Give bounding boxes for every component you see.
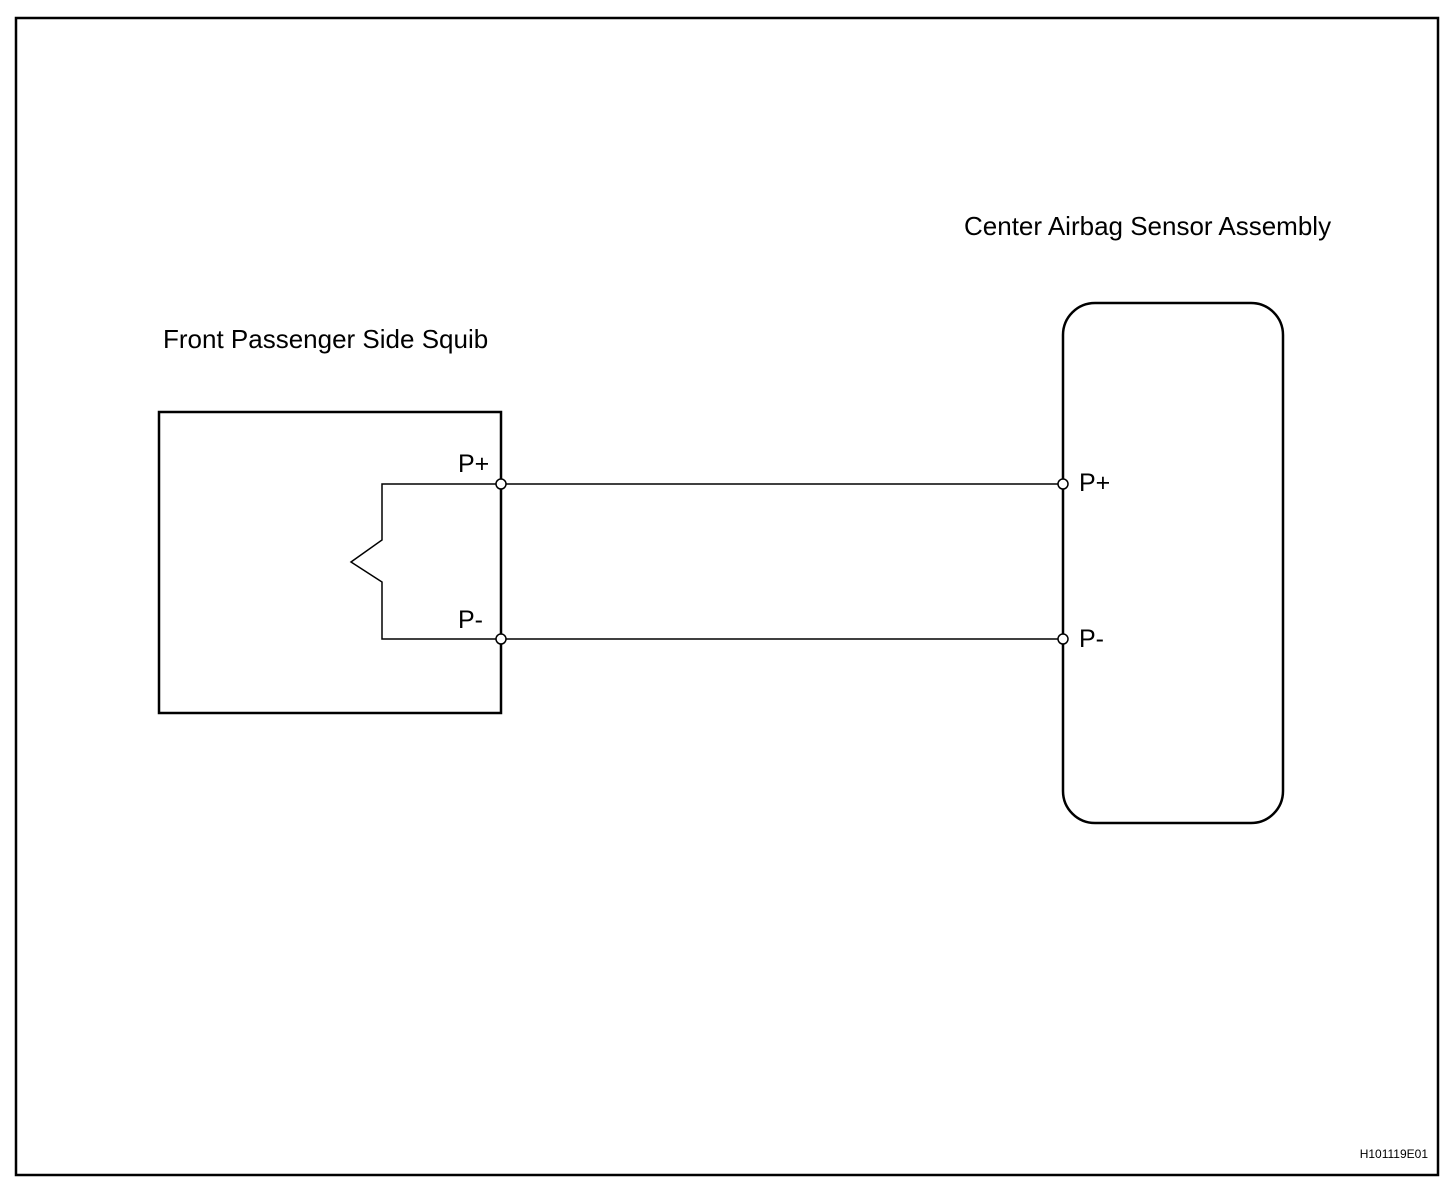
figure-code: H101119E01 xyxy=(1360,1147,1429,1161)
sensor-component: Center Airbag Sensor Assembly P+ P- xyxy=(964,211,1331,825)
squib-terminal-positive xyxy=(495,478,507,490)
squib-component: Front Passenger Side Squib P+ P- xyxy=(157,324,503,715)
squib-box xyxy=(157,410,503,715)
diagram-frame xyxy=(14,16,1440,1177)
squib-terminal-negative xyxy=(495,633,507,645)
sensor-pin-positive-label: P+ xyxy=(1079,469,1110,497)
sensor-terminal-negative xyxy=(1057,633,1069,645)
sensor-label: Center Airbag Sensor Assembly xyxy=(964,211,1331,241)
squib-pin-negative-label: P- xyxy=(458,606,483,634)
sensor-box xyxy=(1061,301,1285,825)
squib-pin-positive-label: P+ xyxy=(458,450,489,478)
sensor-pin-negative-label: P- xyxy=(1079,625,1104,653)
squib-label: Front Passenger Side Squib xyxy=(163,324,488,354)
squib-element-symbol xyxy=(349,483,501,640)
sensor-terminal-positive xyxy=(1057,478,1069,490)
